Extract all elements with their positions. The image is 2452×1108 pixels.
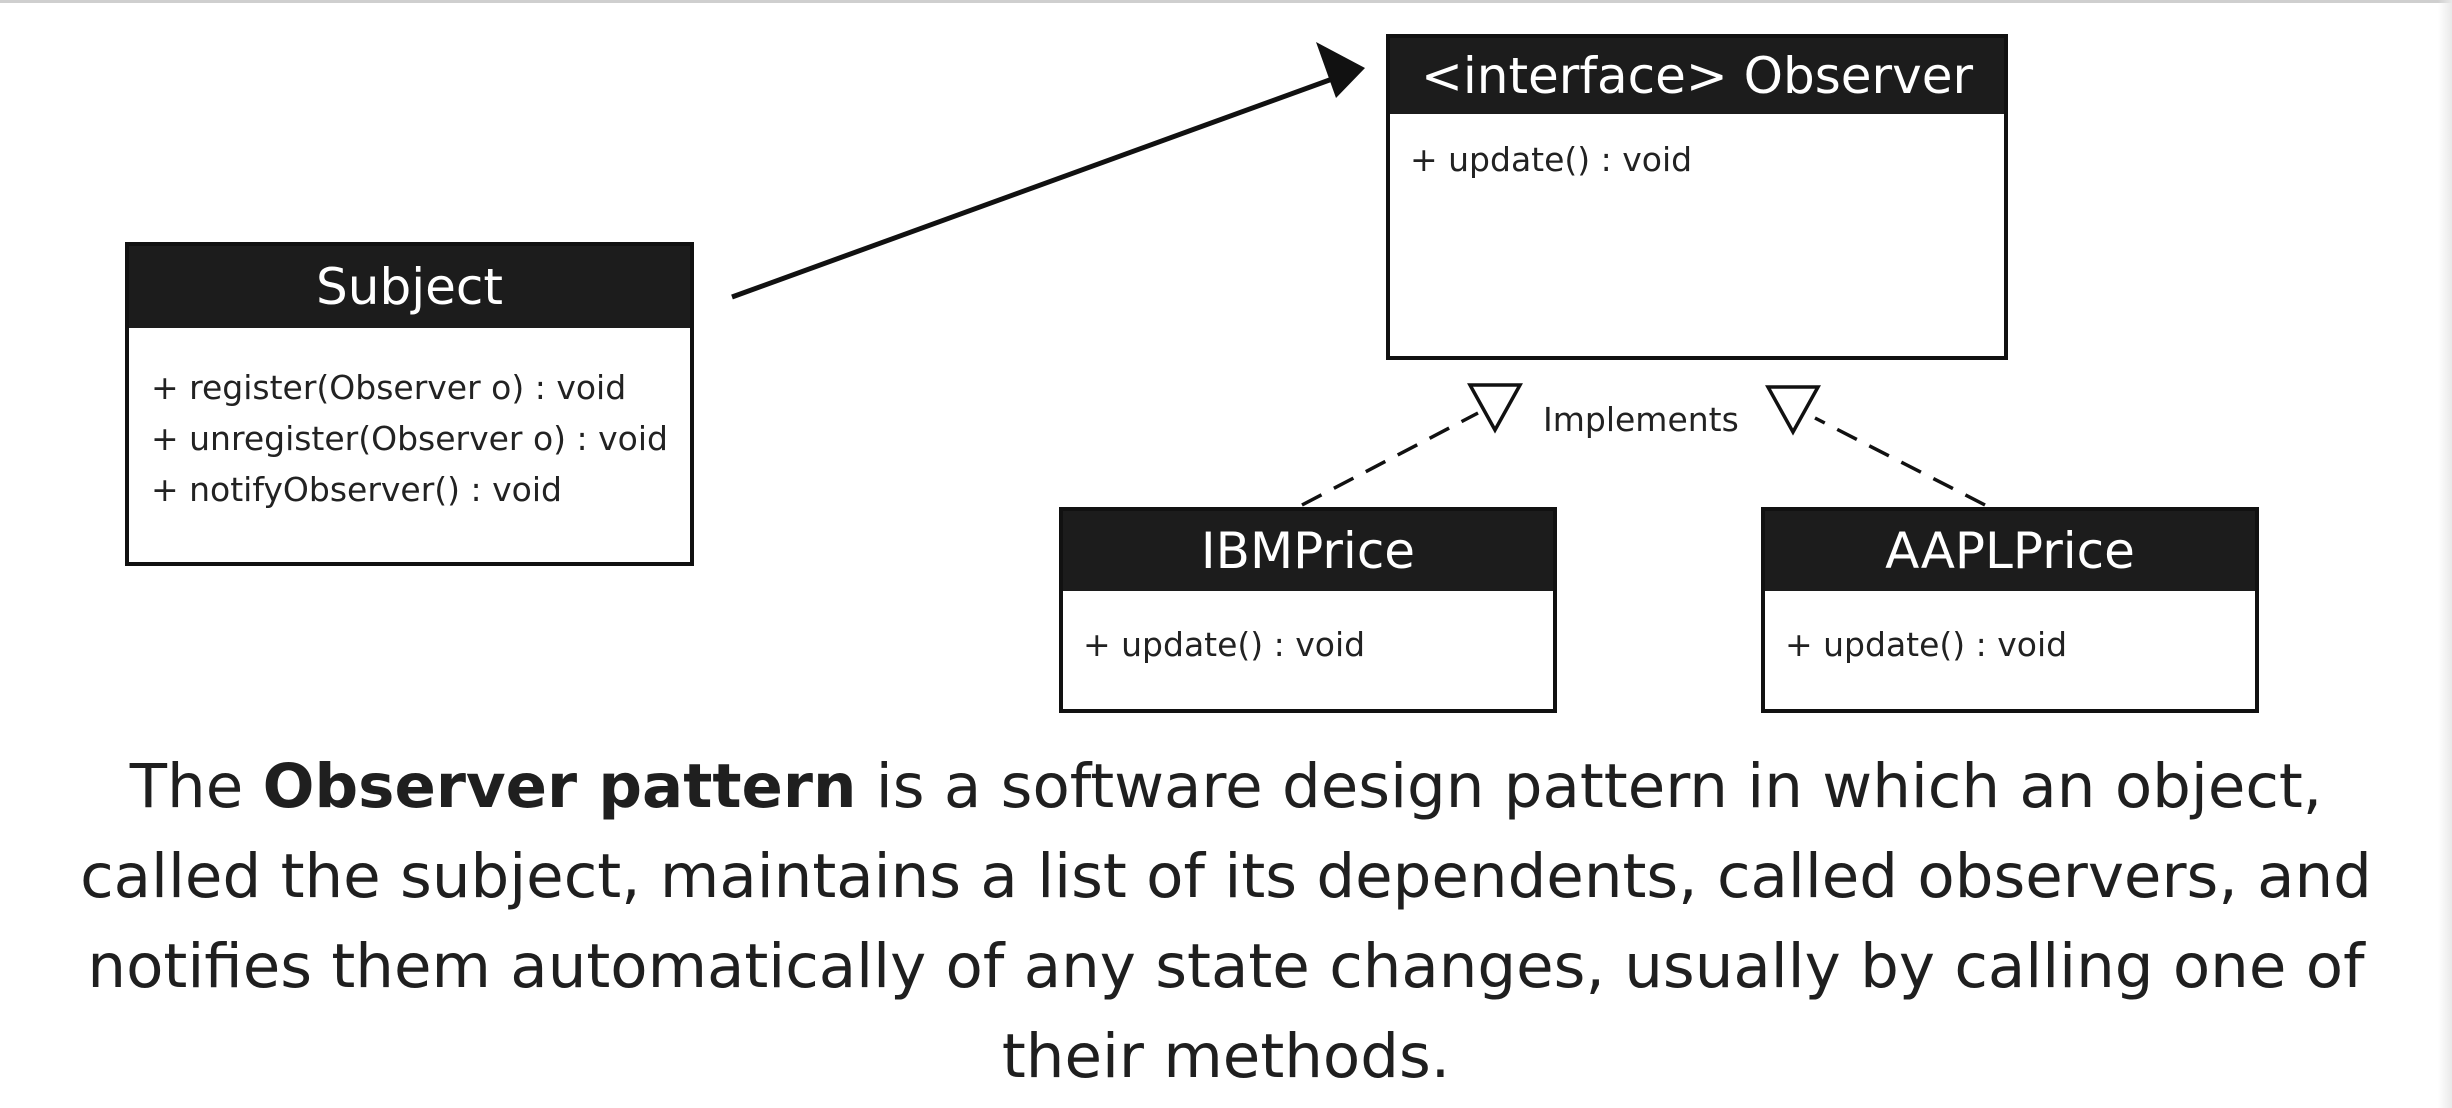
- implements-label: Implements: [1543, 400, 1739, 439]
- caption-line-4: their methods.: [1001, 1021, 1451, 1092]
- top-border: [0, 0, 2452, 3]
- aaplprice-title: AAPLPrice: [1765, 511, 2255, 591]
- caption-line-2: called the subject, maintains a list of …: [80, 841, 2372, 912]
- ibm-implements-dashed-line: [1301, 411, 1479, 507]
- subject-unregister-method: + unregister(Observer o) : void: [151, 419, 668, 458]
- caption-bold-term: Observer pattern: [262, 751, 857, 822]
- aaplprice-class-box: AAPLPrice + update() : void: [1761, 507, 2259, 713]
- aaplprice-members: + update() : void: [1765, 591, 2255, 692]
- observer-members: + update() : void: [1390, 114, 2004, 207]
- ibmprice-title: IBMPrice: [1063, 511, 1553, 591]
- subject-class-box: Subject + register(Observer o) : void + …: [125, 242, 694, 566]
- caption-line-1: The Observer pattern is a software desig…: [129, 751, 2323, 822]
- ibmprice-members: + update() : void: [1063, 591, 1553, 692]
- ibmprice-class-box: IBMPrice + update() : void: [1059, 507, 1557, 713]
- right-edge-shadow: [2438, 0, 2452, 1108]
- ibmprice-update-method: + update() : void: [1083, 625, 1366, 664]
- subject-notify-method: + notifyObserver() : void: [151, 470, 562, 509]
- subject-observer-association-line: [731, 75, 1336, 300]
- aaplprice-update-method: + update() : void: [1785, 625, 2068, 664]
- caption-line-3: notifies them automatically of any state…: [87, 931, 2365, 1002]
- caption: The Observer pattern is a software desig…: [0, 742, 2452, 1102]
- ibm-implements-arrowhead: [1467, 383, 1523, 434]
- aapl-implements-arrowhead: [1765, 385, 1821, 436]
- subject-members: + register(Observer o) : void + unregist…: [129, 328, 690, 537]
- subject-title: Subject: [129, 246, 690, 328]
- association-arrowhead: [1316, 42, 1365, 98]
- subject-register-method: + register(Observer o) : void: [151, 368, 627, 407]
- aapl-implements-dashed-line: [1814, 416, 1986, 507]
- observer-title: <interface> Observer: [1390, 38, 2004, 114]
- observer-update-method: + update() : void: [1410, 140, 1693, 179]
- observer-interface-box: <interface> Observer + update() : void: [1386, 34, 2008, 360]
